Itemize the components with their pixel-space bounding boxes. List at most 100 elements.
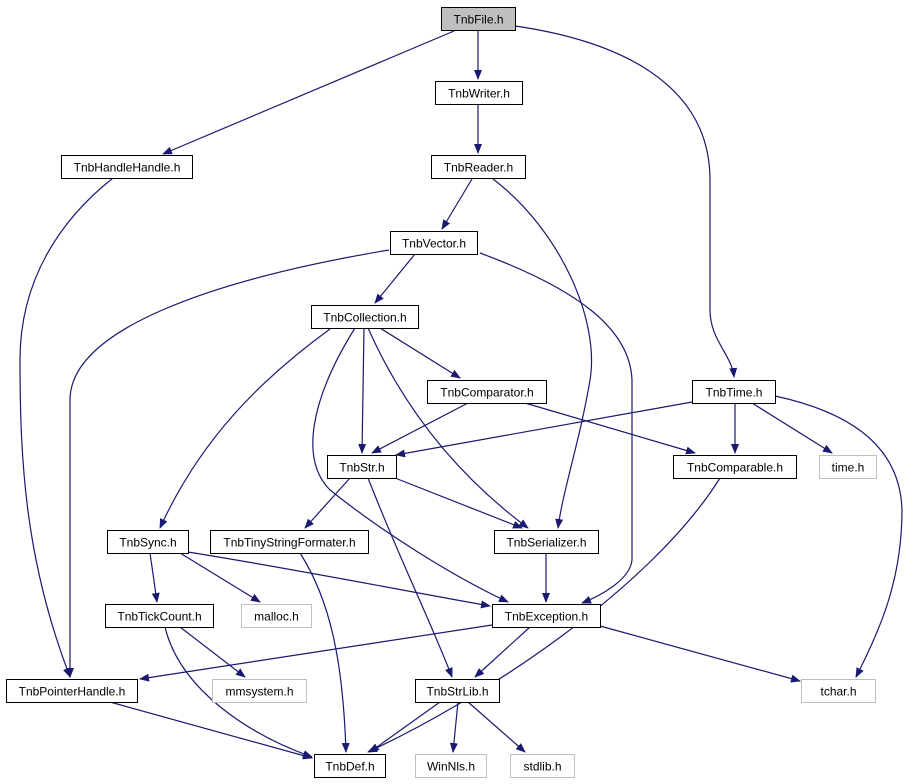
node-stdlib-h: stdlib.h xyxy=(510,754,575,778)
node-label: TnbWriter.h xyxy=(448,87,510,101)
node-box xyxy=(61,155,193,179)
node-tnbwriter-h[interactable]: TnbWriter.h xyxy=(435,81,523,105)
edge-tnbcomparator-h-to-tnbstr-h xyxy=(371,402,469,454)
edge-tnbfile-h-to-tnbtime-h xyxy=(514,25,738,378)
edge-tnbcomparator-h-to-tnbcomparable-h xyxy=(524,402,696,455)
node-tchar-h: tchar.h xyxy=(801,679,876,703)
node-tnbstrlib-h[interactable]: TnbStrLib.h xyxy=(415,679,500,703)
edge-tnbsync-h-to-malloc-h xyxy=(179,552,261,603)
node-box xyxy=(212,679,307,703)
node-tnbtime-h[interactable]: TnbTime.h xyxy=(692,380,776,404)
edge-tnbtime-h-to-time-h xyxy=(751,402,833,454)
node-box xyxy=(431,155,526,179)
node-label: TnbStr.h xyxy=(339,461,384,475)
node-time-h: time.h xyxy=(819,455,877,479)
edges-layer xyxy=(19,25,903,760)
node-label: TnbHandleHandle.h xyxy=(74,161,181,175)
node-label: TnbSync.h xyxy=(119,536,176,550)
node-label: mmsystem.h xyxy=(225,685,293,699)
node-label: malloc.h xyxy=(254,610,299,624)
node-tnbtickcount-h[interactable]: TnbTickCount.h xyxy=(105,604,214,628)
node-tnbstr-h[interactable]: TnbStr.h xyxy=(327,455,397,479)
edge-tnbsync-h-to-tnbtickcount-h xyxy=(149,552,160,603)
node-winnls-h: WinNls.h xyxy=(415,754,487,778)
edge-tnbreader-h-to-tnbserializer-h xyxy=(492,178,593,529)
node-box xyxy=(510,754,575,778)
node-tnbcollection-h[interactable]: TnbCollection.h xyxy=(311,305,419,329)
node-box xyxy=(441,7,516,31)
node-tnbtinystringformater-h[interactable]: TnbTinyStringFormater.h xyxy=(210,530,369,554)
edge-tnbcollection-h-to-tnbstr-h xyxy=(358,327,367,454)
edge-tnbexception-h-to-tnbpointerhandle-h xyxy=(139,624,493,682)
node-label: TnbPointerHandle.h xyxy=(19,685,126,699)
node-label: TnbReader.h xyxy=(444,161,513,175)
node-box xyxy=(327,455,397,479)
node-label: TnbSerializer.h xyxy=(506,536,586,550)
node-tnbhandlehandle-h[interactable]: TnbHandleHandle.h xyxy=(61,155,193,179)
edge-tnbvector-h-to-tnbpointerhandle-h xyxy=(66,249,390,678)
edge-tnbvector-h-to-tnbcollection-h xyxy=(374,253,416,304)
edge-tnbcollection-h-to-tnbcomparator-h xyxy=(379,327,461,379)
node-box xyxy=(427,380,547,404)
edge-tnbreader-h-to-tnbvector-h xyxy=(441,178,473,230)
edge-tnbtinystringformater-h-to-tnbdef-h xyxy=(299,552,350,753)
edge-tnbstrlib-h-to-tnbdef-h xyxy=(369,701,441,753)
node-box xyxy=(107,530,189,554)
edge-tnbsync-h-to-tnbexception-h xyxy=(187,551,491,609)
edge-tnbcollection-h-to-tnbexception-h xyxy=(312,327,509,603)
node-malloc-h: malloc.h xyxy=(241,604,312,628)
node-label: TnbComparable.h xyxy=(687,461,783,475)
node-tnbpointerhandle-h[interactable]: TnbPointerHandle.h xyxy=(6,679,138,703)
edge-tnbstrlib-h-to-stdlib-h xyxy=(467,701,526,753)
edge-tnbstrlib-h-to-winnls-h xyxy=(449,701,459,753)
edge-tnbtickcount-h-to-mmsystem-h xyxy=(179,626,246,678)
node-box xyxy=(314,754,386,778)
node-tnbreader-h[interactable]: TnbReader.h xyxy=(431,155,526,179)
node-label: TnbCollection.h xyxy=(323,311,406,325)
node-box xyxy=(390,231,478,255)
edge-tnbstr-h-to-tnbtinystringformater-h xyxy=(304,477,351,529)
node-tnbvector-h[interactable]: TnbVector.h xyxy=(390,231,478,255)
edge-tnbfile-h-to-tnbhandlehandle-h xyxy=(162,30,455,155)
node-label: TnbTime.h xyxy=(706,386,763,400)
node-label: WinNls.h xyxy=(427,760,475,774)
node-label: TnbStrLib.h xyxy=(426,685,488,699)
node-label: time.h xyxy=(832,461,865,475)
node-box xyxy=(210,530,369,554)
node-label: TnbException.h xyxy=(505,610,588,624)
node-tnbfile-h[interactable]: TnbFile.h xyxy=(441,7,516,31)
node-tnbdef-h[interactable]: TnbDef.h xyxy=(314,754,386,778)
node-box xyxy=(673,455,797,479)
node-box xyxy=(105,604,214,628)
node-box xyxy=(692,380,776,404)
node-tnbserializer-h[interactable]: TnbSerializer.h xyxy=(494,530,599,554)
node-tnbsync-h[interactable]: TnbSync.h xyxy=(107,530,189,554)
node-box xyxy=(311,305,419,329)
node-label: TnbComparator.h xyxy=(440,386,533,400)
edge-tnbstr-h-to-tnbserializer-h xyxy=(394,477,523,529)
node-box xyxy=(415,754,487,778)
node-box xyxy=(6,679,138,703)
node-label: TnbTinyStringFormater.h xyxy=(223,536,355,550)
edge-tnbcollection-h-to-tnbserializer-h xyxy=(367,327,529,529)
node-label: TnbVector.h xyxy=(402,237,466,251)
node-label: tchar.h xyxy=(820,685,856,699)
edge-tnbhandlehandle-h-to-tnbpointerhandle-h xyxy=(19,177,114,678)
node-tnbcomparator-h[interactable]: TnbComparator.h xyxy=(427,380,547,404)
node-label: TnbDef.h xyxy=(325,760,374,774)
edge-tnbcollection-h-to-tnbsync-h xyxy=(159,328,331,529)
node-box xyxy=(819,455,877,479)
edge-tnbtickcount-h-to-tnbdef-h xyxy=(164,626,313,758)
node-tnbcomparable-h[interactable]: TnbComparable.h xyxy=(673,455,797,479)
node-label: TnbTickCount.h xyxy=(117,610,201,624)
edge-tnbvector-h-to-tnbexception-h xyxy=(479,252,633,604)
node-box xyxy=(241,604,312,628)
node-tnbexception-h[interactable]: TnbException.h xyxy=(492,604,601,628)
node-box xyxy=(801,679,876,703)
node-box xyxy=(494,530,599,554)
node-mmsystem-h: mmsystem.h xyxy=(212,679,307,703)
node-label: stdlib.h xyxy=(523,760,561,774)
edge-tnbstr-h-to-tnbstrlib-h xyxy=(367,477,453,678)
